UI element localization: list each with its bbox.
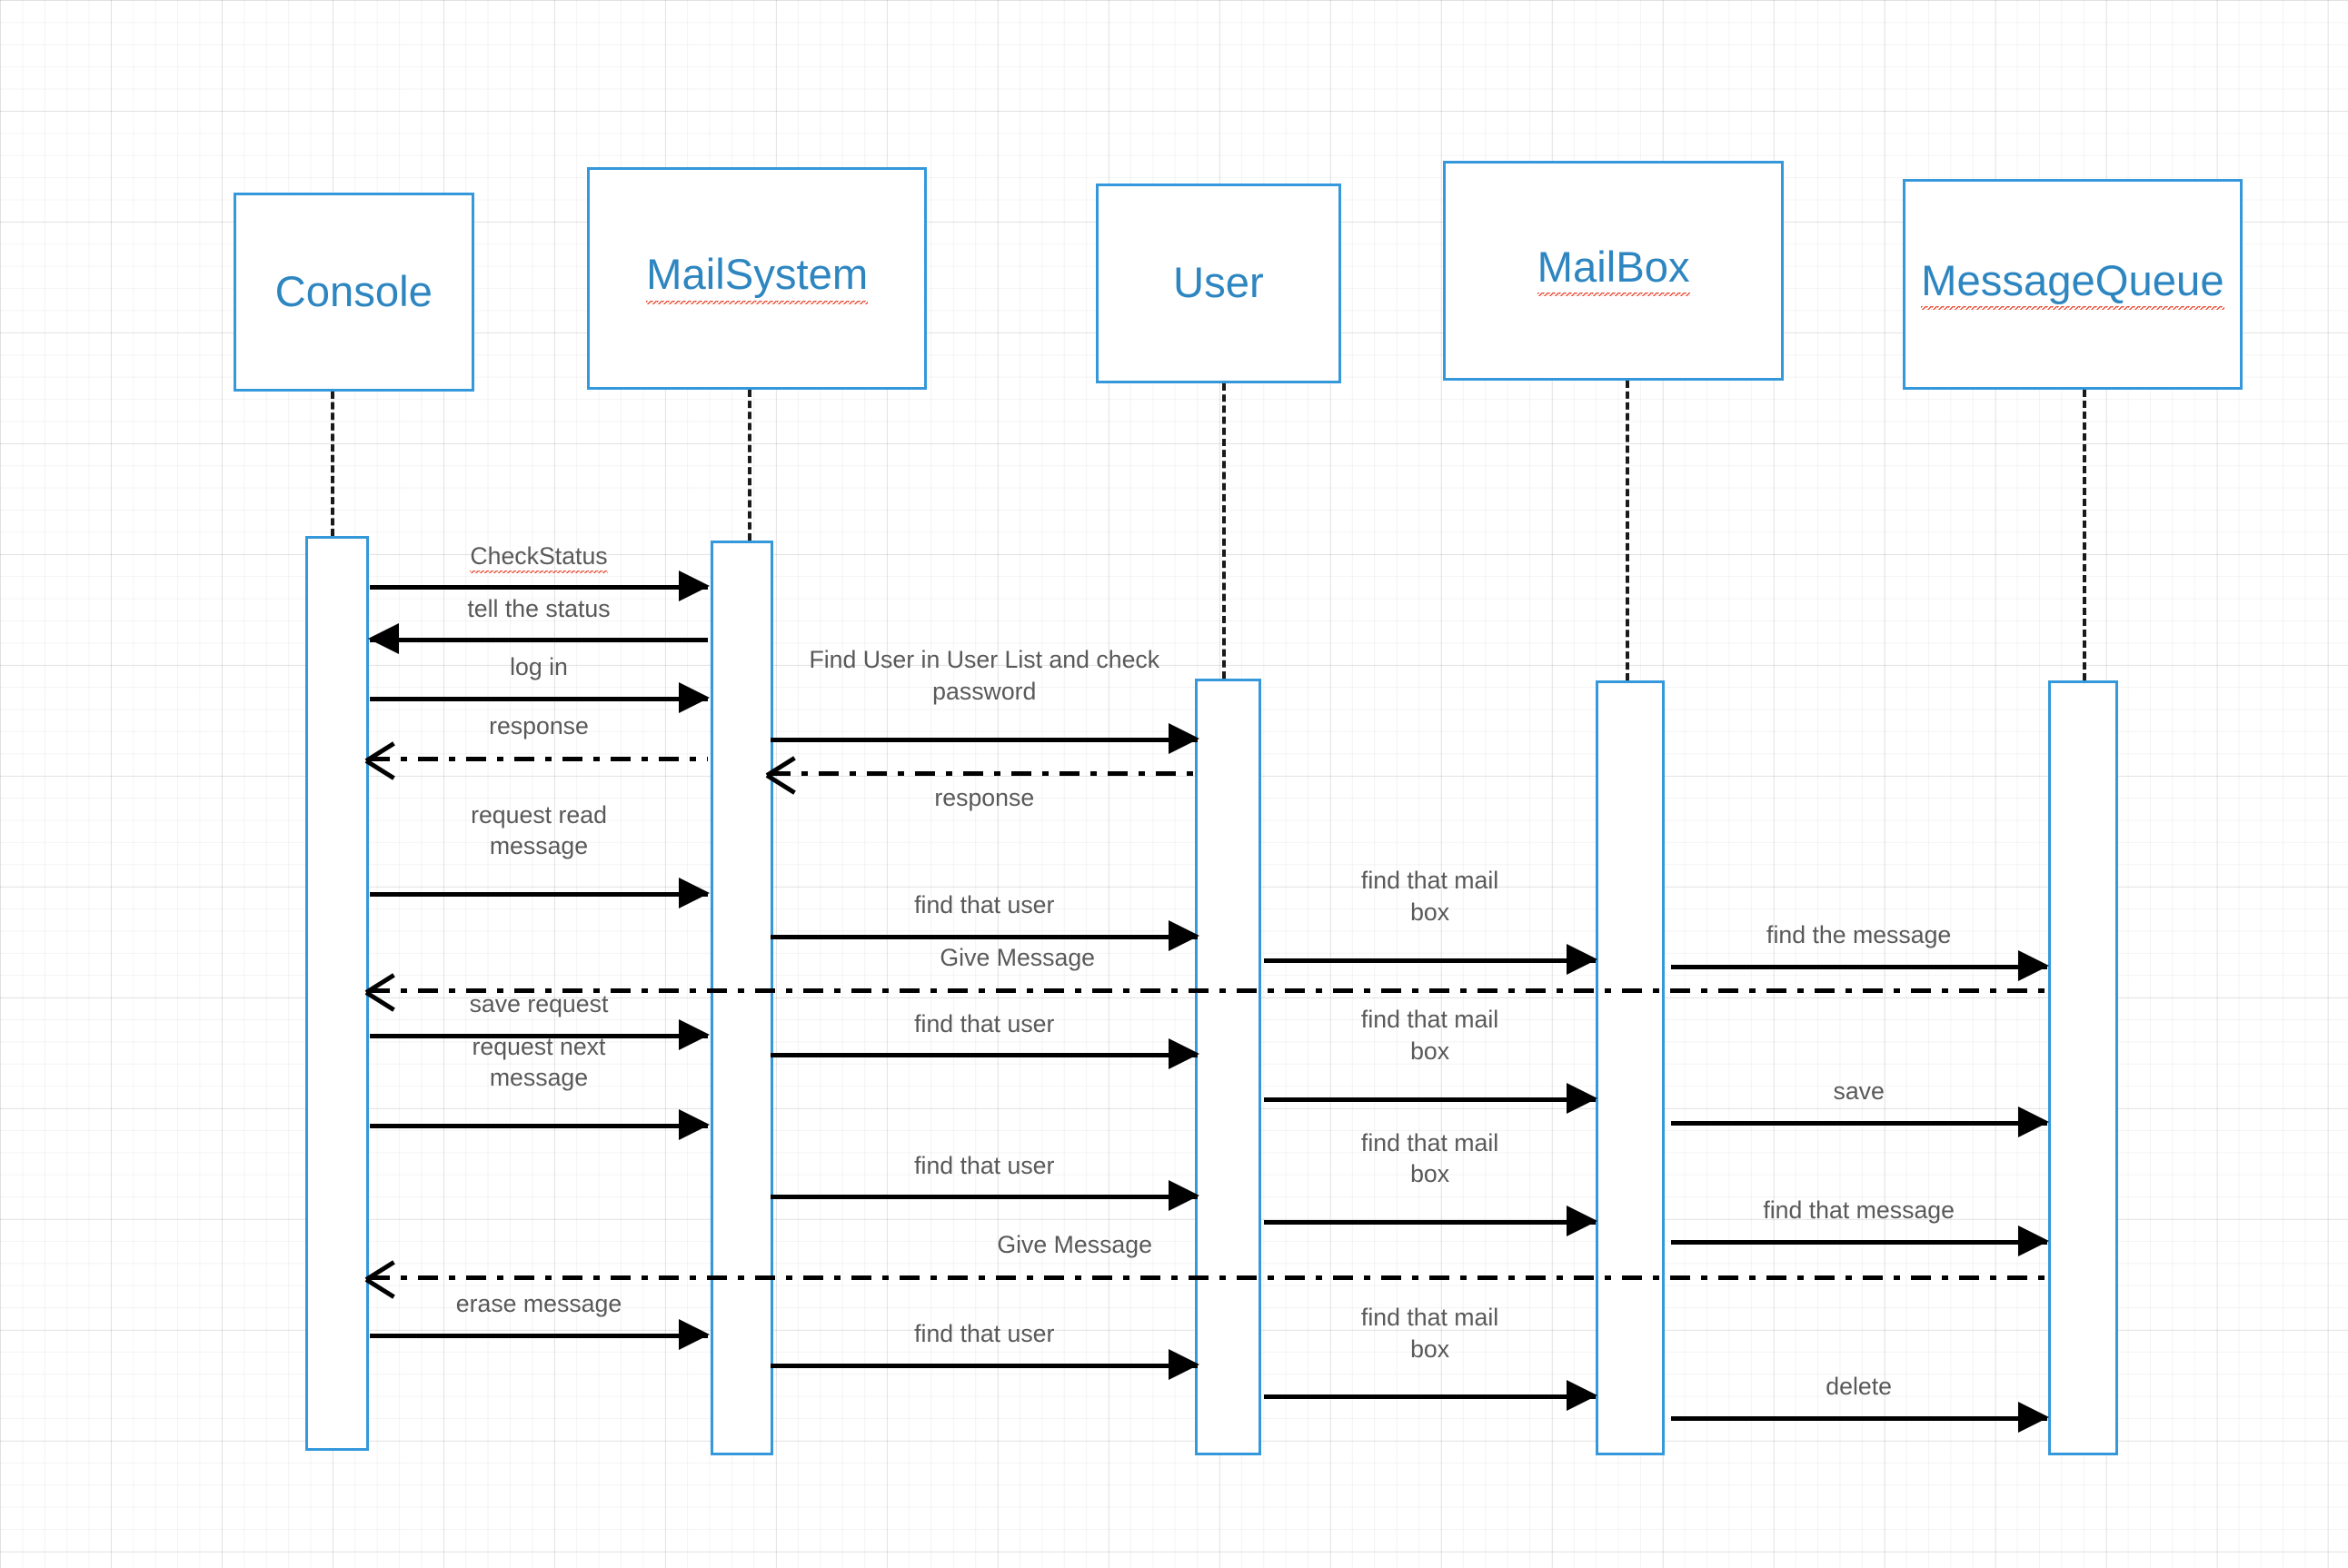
- arrowhead-right-icon: [2017, 1107, 2049, 1138]
- message-label-m21: erase message: [455, 1289, 622, 1317]
- lifeline-console: [331, 391, 335, 536]
- arrowhead-right-icon: [1169, 1038, 1200, 1070]
- message-label-m23: find that mail box: [1360, 1303, 1499, 1363]
- message-line: [370, 1033, 708, 1038]
- message-line: [370, 892, 708, 898]
- arrowhead-right-icon: [1169, 1180, 1200, 1212]
- message-line: [771, 1195, 1199, 1200]
- message-line: [771, 1363, 1199, 1368]
- lifeline-mailbox: [1625, 381, 1629, 680]
- message-label-m15: request next message: [472, 1032, 606, 1092]
- actor-box-user[interactable]: User: [1095, 184, 1341, 384]
- message-label-m7: request read message: [471, 800, 607, 860]
- message-label-m5: response: [489, 711, 589, 739]
- message-line: [370, 1124, 708, 1129]
- actor-label-user: User: [1172, 259, 1264, 308]
- message-label-m17: find that user: [914, 1151, 1055, 1179]
- actor-label-messagequeue: MessageQueue: [1921, 259, 2224, 311]
- arrowhead-right-icon: [2017, 1225, 2049, 1256]
- message-label-m8: find that user: [914, 890, 1055, 918]
- message-line: [771, 771, 1199, 777]
- message-line: [370, 1333, 708, 1338]
- message-line: [1264, 958, 1596, 964]
- activation-bar-mailsystem[interactable]: [710, 540, 774, 1455]
- lifeline-messagequeue: [2083, 390, 2087, 680]
- actor-box-mailsystem[interactable]: MailSystem: [587, 166, 928, 390]
- message-label-m4: Find User in User List and check passwor…: [809, 645, 1160, 705]
- message-line: [370, 638, 708, 643]
- message-label-m13: find that user: [914, 1009, 1055, 1037]
- arrowhead-right-icon: [678, 1318, 710, 1350]
- arrowhead-right-icon: [1169, 1348, 1200, 1380]
- arrowhead-right-icon: [678, 571, 710, 602]
- arrowhead-right-icon: [1566, 1206, 1597, 1237]
- message-line: [370, 987, 2047, 993]
- message-label-m9: find that mail box: [1360, 867, 1499, 927]
- message-line: [370, 756, 708, 761]
- message-line: [771, 934, 1199, 939]
- message-label-m16: save: [1833, 1077, 1885, 1106]
- message-label-m19: find that message: [1763, 1196, 1955, 1225]
- message-label-m14: find that mail box: [1360, 1005, 1499, 1065]
- arrowhead-right-icon: [678, 878, 710, 909]
- actor-box-mailbox[interactable]: MailBox: [1443, 161, 1784, 382]
- arrowhead-right-icon: [1566, 1380, 1597, 1412]
- actor-label-console: Console: [274, 267, 433, 316]
- arrowhead-right-icon: [678, 681, 710, 713]
- message-label-m6: response: [934, 784, 1035, 812]
- message-line: [1670, 1415, 2047, 1421]
- activation-bar-mailbox[interactable]: [1595, 680, 1665, 1455]
- message-line: [1264, 1394, 1596, 1400]
- actor-label-mailsystem: MailSystem: [646, 253, 869, 304]
- lifeline-user: [1222, 383, 1226, 680]
- arrowhead-right-icon: [1169, 722, 1200, 754]
- actor-box-console[interactable]: Console: [233, 193, 474, 392]
- message-line: [1264, 1097, 1596, 1102]
- message-label-m22: find that user: [914, 1320, 1055, 1348]
- message-label-m20: Give Message: [997, 1231, 1152, 1259]
- arrowhead-right-icon: [2017, 1401, 2049, 1433]
- message-label-m1: CheckStatus: [370, 541, 707, 574]
- message-line: [1670, 964, 2047, 969]
- activation-bar-user[interactable]: [1195, 679, 1262, 1455]
- message-label-m10: find the message: [1766, 921, 1952, 949]
- message-line: [771, 737, 1199, 742]
- activation-bar-messagequeue[interactable]: [2048, 680, 2118, 1455]
- arrowhead-right-icon: [678, 1018, 710, 1050]
- message-label-m2: tell the status: [467, 594, 611, 622]
- arrowhead-left-icon: [368, 623, 400, 655]
- message-line: [1670, 1239, 2047, 1245]
- message-line: [1264, 1220, 1596, 1226]
- actor-label-mailbox: MailBox: [1537, 245, 1690, 297]
- arrowhead-left-open-icon: [366, 743, 397, 774]
- message-label-m11: Give Message: [940, 943, 1095, 971]
- spellcheck-underline: CheckStatus: [470, 541, 608, 574]
- arrowhead-right-icon: [1566, 944, 1597, 976]
- message-line: [370, 696, 708, 701]
- message-label-m12: save request: [469, 990, 609, 1018]
- message-label-m24: delete: [1826, 1372, 1893, 1400]
- activation-bar-console[interactable]: [305, 535, 369, 1451]
- actor-box-messagequeue[interactable]: MessageQueue: [1902, 179, 2244, 390]
- arrowhead-right-icon: [1169, 919, 1200, 951]
- arrowhead-right-icon: [678, 1109, 710, 1141]
- message-label-m3: log in: [510, 653, 568, 681]
- arrowhead-right-icon: [2017, 949, 2049, 981]
- lifeline-mailsystem: [748, 390, 752, 541]
- message-line: [771, 1053, 1199, 1058]
- message-line: [1670, 1121, 2047, 1126]
- message-label-m18: find that mail box: [1360, 1128, 1499, 1188]
- message-line: [370, 585, 708, 590]
- arrowhead-right-icon: [1566, 1082, 1597, 1114]
- message-line: [370, 1275, 2047, 1281]
